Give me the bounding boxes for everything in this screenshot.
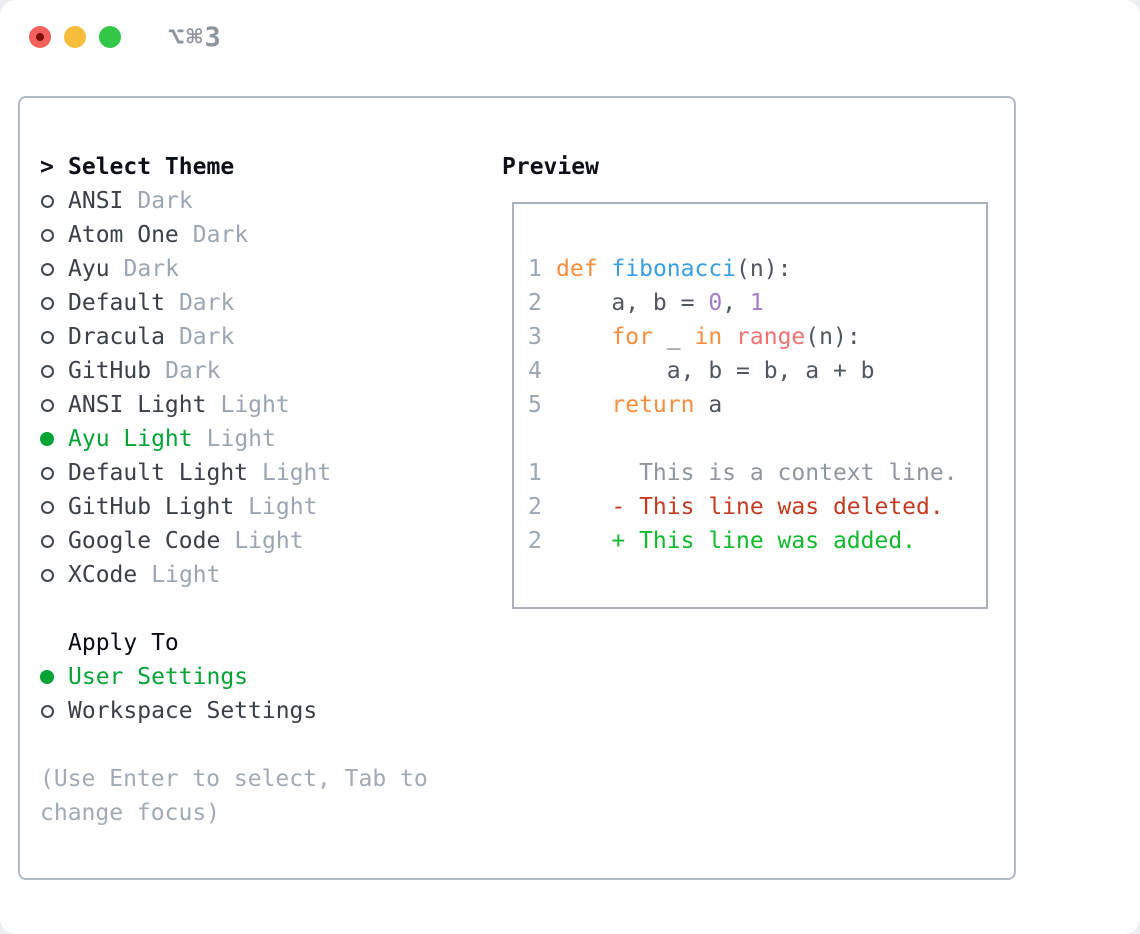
line-number: 3: [528, 324, 542, 350]
radio-icon: [40, 704, 68, 718]
theme-option-label: Ayu Light: [68, 426, 193, 452]
code-line: 2 - This line was deleted.: [528, 490, 978, 524]
select-theme-header: > Select Theme: [40, 150, 490, 184]
code-line: 4 a, b = b, a + b: [528, 354, 978, 388]
radio-icon: [40, 330, 68, 344]
theme-option-xcode[interactable]: XCode Light: [40, 558, 490, 592]
left-column: > Select Theme ANSI Dark Atom One Dark A…: [40, 150, 490, 830]
theme-picker-panel: > Select Theme ANSI Dark Atom One Dark A…: [18, 96, 1016, 880]
radio-icon: [40, 364, 68, 378]
theme-option-github[interactable]: GitHub Dark: [40, 354, 490, 388]
select-theme-title: Select Theme: [68, 154, 235, 180]
radio-icon: [40, 670, 68, 684]
theme-option-default[interactable]: Default Dark: [40, 286, 490, 320]
theme-option-label: Default: [68, 290, 165, 316]
code-line: 3 for _ in range(n):: [528, 320, 978, 354]
code-line: 1 This is a context line.: [528, 456, 978, 490]
line-number: 2: [528, 494, 542, 520]
radio-icon: [40, 534, 68, 548]
apply-to-header: Apply To: [40, 626, 490, 660]
prompt-chevron-icon: >: [40, 154, 54, 180]
zoom-button[interactable]: [99, 26, 121, 48]
theme-option-ansi-light[interactable]: ANSI Light Light: [40, 388, 490, 422]
theme-variant-label: Dark: [178, 324, 235, 350]
theme-variant-label: Light: [234, 528, 304, 554]
theme-option-github-light[interactable]: GitHub Light Light: [40, 490, 490, 524]
code-line: 5 return a: [528, 388, 978, 422]
spacer: [40, 592, 490, 626]
minimize-button[interactable]: [64, 26, 86, 48]
theme-variant-label: Dark: [123, 256, 179, 282]
code-line: [528, 422, 978, 456]
theme-variant-label: Dark: [192, 222, 249, 248]
radio-icon: [40, 194, 68, 208]
theme-option-dracula[interactable]: Dracula Dark: [40, 320, 490, 354]
line-number: 2: [528, 290, 542, 316]
radio-icon: [40, 432, 68, 446]
line-number: 4: [528, 358, 542, 384]
theme-option-atom-one[interactable]: Atom One Dark: [40, 218, 490, 252]
radio-icon: [40, 262, 68, 276]
line-number: 1: [528, 460, 542, 486]
window-title: ⌥⌘3: [168, 22, 223, 53]
theme-option-label: ANSI Light: [68, 392, 207, 418]
theme-option-ayu[interactable]: Ayu Dark: [40, 252, 490, 286]
line-number: 1: [528, 256, 542, 282]
apply-to-list: User Settings Workspace Settings: [40, 660, 490, 728]
line-number: 2: [528, 528, 542, 554]
theme-option-ayu-light[interactable]: Ayu Light Light: [40, 422, 490, 456]
radio-icon: [40, 228, 68, 242]
spacer: [40, 728, 490, 762]
theme-option-label: GitHub: [68, 358, 152, 384]
apply-to-title: Apply To: [68, 630, 179, 656]
code-line: 2 + This line was added.: [528, 524, 978, 558]
theme-option-default-light[interactable]: Default Light Light: [40, 456, 490, 490]
theme-option-label: XCode: [68, 562, 138, 588]
theme-option-ansi[interactable]: ANSI Dark: [40, 184, 490, 218]
theme-option-label: User Settings: [68, 664, 249, 690]
radio-icon: [40, 398, 68, 412]
line-number: 5: [528, 392, 542, 418]
theme-variant-label: Dark: [165, 358, 221, 384]
title-bar: ⌥⌘3: [0, 0, 1140, 74]
apply-option-workspace-settings[interactable]: Workspace Settings: [40, 694, 490, 728]
theme-option-label: Workspace Settings: [68, 698, 318, 724]
theme-variant-label: Light: [206, 426, 276, 452]
theme-option-label: GitHub Light: [68, 494, 235, 520]
preview-title: Preview: [502, 154, 599, 180]
theme-variant-label: Dark: [137, 188, 193, 214]
theme-variant-label: Light: [151, 562, 221, 588]
theme-option-label: Ayu: [68, 256, 110, 282]
help-text: (Use Enter to select, Tab to change focu…: [40, 766, 428, 826]
theme-list: ANSI Dark Atom One Dark Ayu Dark Default…: [40, 184, 490, 592]
theme-option-google-code[interactable]: Google Code Light: [40, 524, 490, 558]
theme-variant-label: Dark: [178, 290, 235, 316]
theme-variant-label: Light: [262, 460, 332, 486]
code-line: 2 a, b = 0, 1: [528, 286, 978, 320]
close-button[interactable]: [29, 26, 51, 48]
theme-option-label: Atom One: [68, 222, 179, 248]
radio-icon: [40, 296, 68, 310]
theme-variant-label: Light: [220, 392, 290, 418]
theme-option-label: ANSI: [68, 188, 124, 214]
theme-variant-label: Light: [248, 494, 318, 520]
radio-icon: [40, 500, 68, 514]
theme-option-label: Default Light: [68, 460, 249, 486]
theme-option-label: Google Code: [68, 528, 221, 554]
radio-icon: [40, 466, 68, 480]
theme-option-label: Dracula: [68, 324, 165, 350]
radio-icon: [40, 568, 68, 582]
apply-option-user-settings[interactable]: User Settings: [40, 660, 490, 694]
